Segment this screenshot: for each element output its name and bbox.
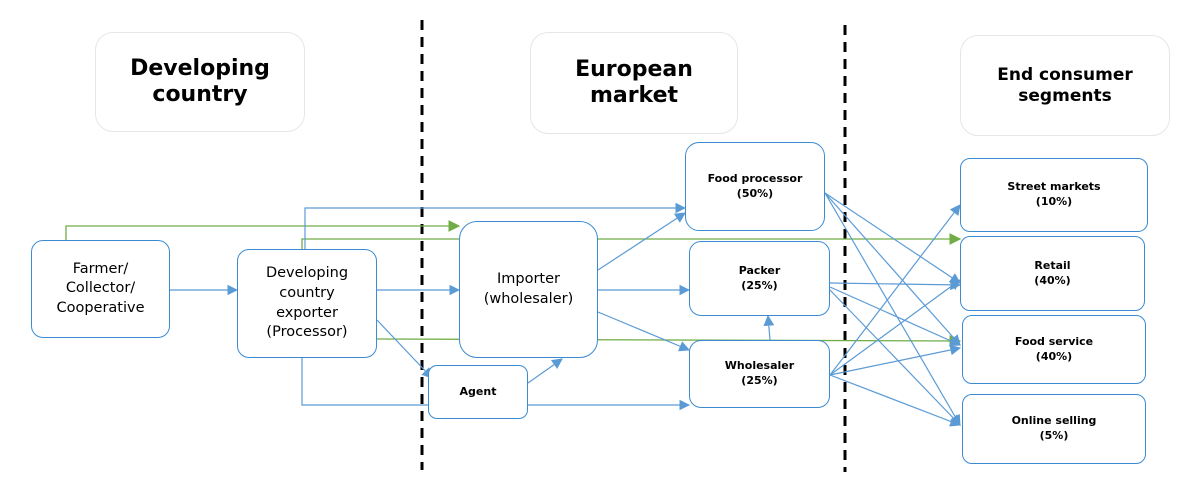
node-food-processor-label: Food processor (50%) (707, 171, 803, 200)
node-wholesaler: Wholesaler (25%) (689, 340, 830, 408)
node-street-markets: Street markets (10%) (960, 158, 1148, 232)
node-agent-label: Agent (459, 384, 497, 398)
header-european-market-label: European market (575, 56, 693, 108)
node-farmer: Farmer/ Collector/ Cooperative (31, 240, 170, 338)
arrow-agent-to-importer (527, 358, 563, 384)
arrow-wholesaler-to-packer (763, 314, 775, 341)
node-importer: Importer (wholesaler) (459, 221, 598, 358)
node-agent: Agent (428, 365, 528, 419)
node-packer-label: Packer (25%) (738, 263, 781, 292)
node-retail-label: Retail (40%) (1034, 258, 1071, 287)
node-wholesaler-label: Wholesaler (25%) (724, 359, 795, 387)
node-food-service-label: Food service (40%) (1014, 334, 1094, 363)
node-food-service: Food service (40%) (962, 315, 1146, 384)
header-end-consumer-segments: End consumer segments (960, 35, 1170, 136)
arrow-importer-to-food-processor (597, 212, 686, 271)
header-end-consumer-segments-label: End consumer segments (997, 65, 1133, 106)
node-farmer-label: Farmer/ Collector/ Cooperative (56, 260, 145, 316)
arrow-farmer-to-importer (65, 220, 461, 240)
node-packer: Packer (25%) (689, 241, 830, 316)
arrow-exporter-to-retail (301, 233, 962, 249)
node-retail: Retail (40%) (960, 236, 1145, 311)
header-european-market: European market (530, 32, 738, 134)
arrow-exporter-to-agent (376, 319, 433, 379)
node-exporter: Developing country exporter (Processor) (237, 249, 377, 358)
node-food-processor: Food processor (50%) (685, 142, 825, 231)
node-online-selling: Online selling (5%) (962, 394, 1146, 464)
node-exporter-label: Developing country exporter (Processor) (265, 265, 349, 341)
arrow-importer-to-wholesaler (597, 311, 690, 352)
header-developing-country: Developing country (95, 32, 305, 132)
node-online-selling-label: Online selling (5%) (1011, 414, 1097, 442)
node-importer-label: Importer (wholesaler) (483, 270, 574, 307)
node-street-markets-label: Street markets (10%) (1007, 180, 1101, 208)
header-developing-country-label: Developing country (130, 55, 270, 107)
